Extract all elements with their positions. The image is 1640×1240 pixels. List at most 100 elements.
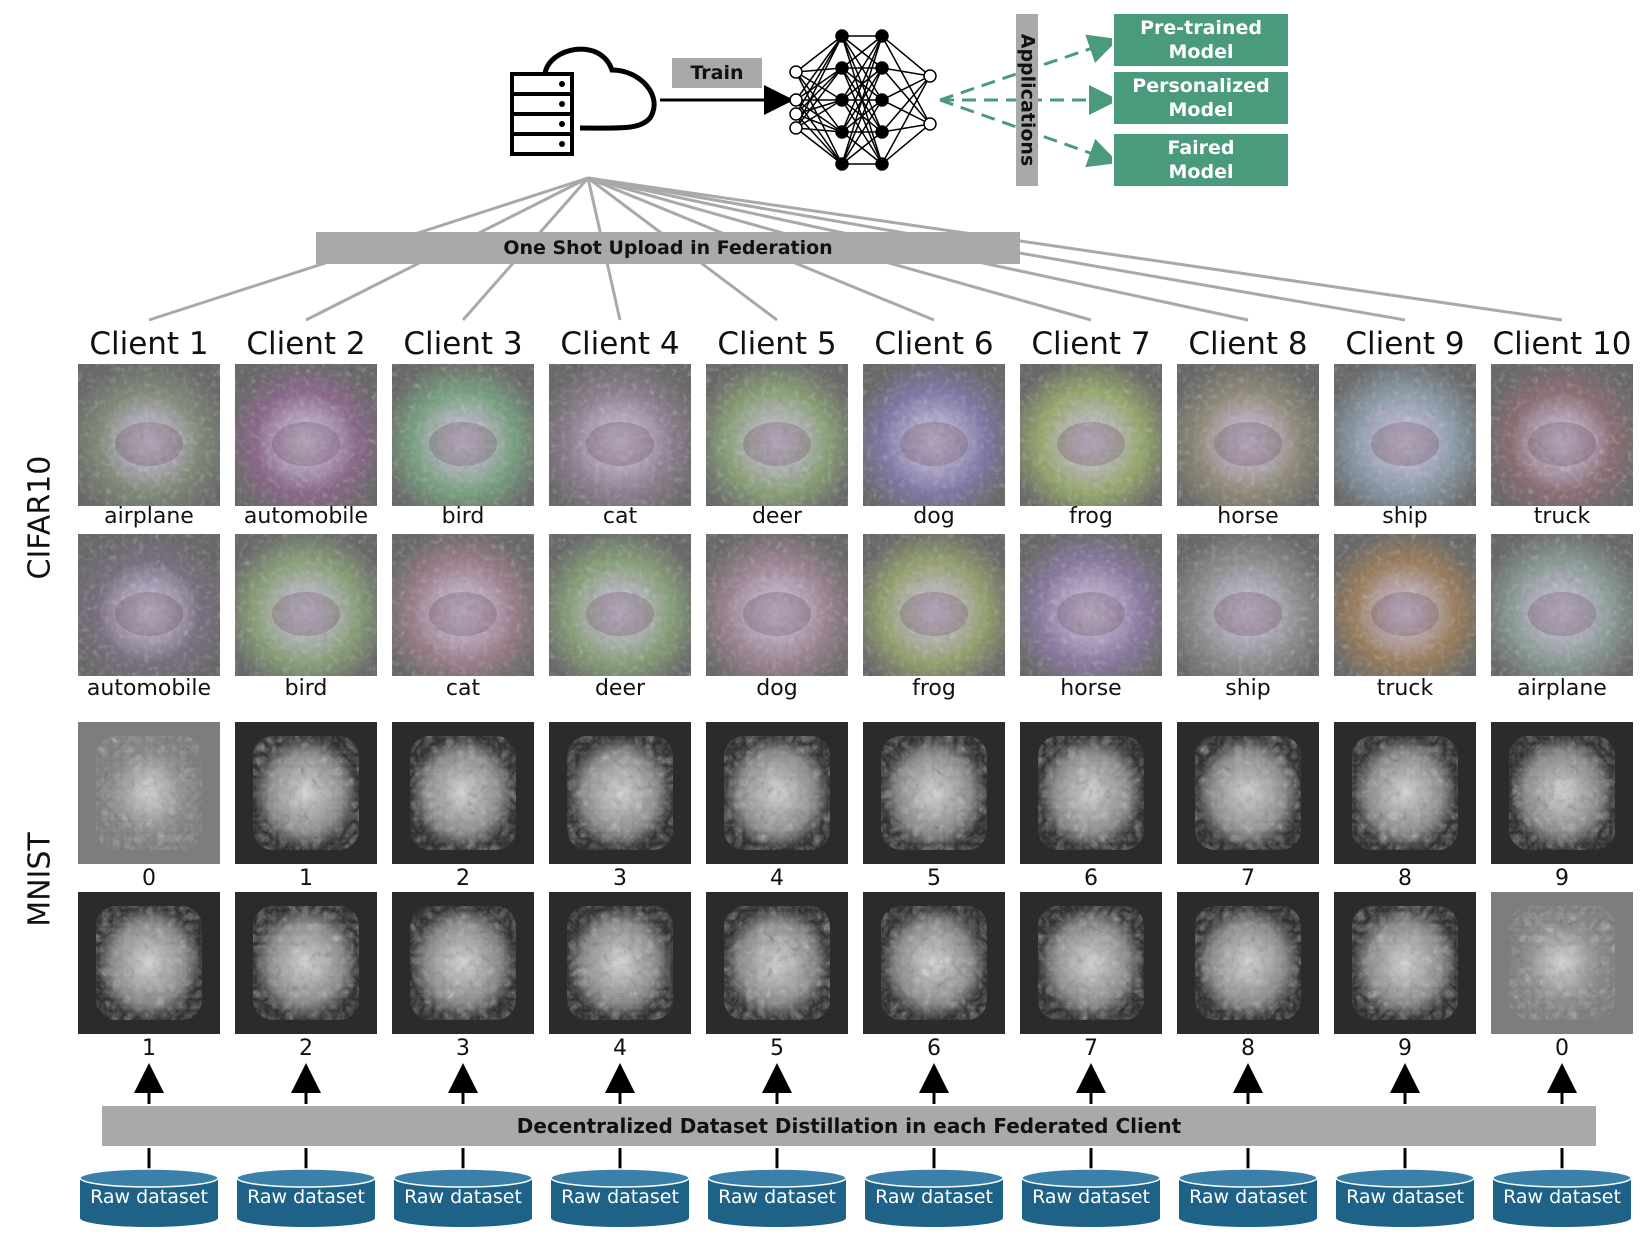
cifar10-class-label: horse [1217,504,1279,529]
cifar10-class-label: frog [912,676,956,701]
cifar10-class-label: bird [441,504,485,529]
client-title: Client 7 [1031,326,1151,362]
mnist-image [235,892,377,1034]
cifar10-class-label: ship [1382,504,1428,529]
cifar10-image [235,364,377,506]
raw-dataset-label: Raw dataset [718,1186,836,1208]
mnist-image [863,892,1005,1034]
cifar10-class-label: frog [1069,504,1113,529]
cifar10-image [706,534,848,676]
nn-node [835,93,849,107]
raw-dataset-cylinder [79,1168,219,1227]
mnist-image [549,892,691,1034]
cifar10-class-label: automobile [86,676,212,701]
mnist-row-label: MNIST [22,832,58,927]
cifar10-image [78,364,220,506]
cifar10-image [1491,534,1633,676]
cifar10-image [1020,534,1162,676]
cifar10-class-label: airplane [1517,676,1607,701]
mnist-image [392,722,534,864]
cifar10-class-label: deer [594,676,646,701]
mnist-image [1177,722,1319,864]
cifar10-class-label: cat [602,504,638,529]
client-title: Client 3 [403,326,523,362]
mnist-digit-label: 1 [142,1036,156,1061]
personalized-model-box: Personalized Model [1112,70,1290,126]
cifar10-image [1177,364,1319,506]
distillation-bar: Decentralized Dataset Distillation in ea… [102,1106,1596,1146]
raw-dataset-cylinder [707,1168,847,1227]
raw-dataset-cylinders [79,1168,1632,1227]
nn-node [789,93,803,107]
client-title: Client 5 [717,326,837,362]
cifar10-row-label: CIFAR10 [22,455,58,580]
raw-dataset-cylinder [550,1168,690,1227]
nn-node [875,29,889,43]
cifar10-image [863,534,1005,676]
cifar10-image [1334,534,1476,676]
mnist-digit-label: 5 [770,1036,784,1061]
cifar10-image [1491,364,1633,506]
mnist-digit-label: 6 [1084,866,1098,891]
nn-node [789,65,803,79]
mnist-image [1491,722,1633,864]
mnist-image [1020,722,1162,864]
mnist-image [392,892,534,1034]
raw-dataset-cylinder [236,1168,376,1227]
mnist-image [235,722,377,864]
applications-label: Applications [1016,14,1038,186]
raw-dataset-label: Raw dataset [1189,1186,1307,1208]
mnist-digit-label: 8 [1241,1036,1255,1061]
cifar10-image [706,364,848,506]
raw-dataset-label: Raw dataset [561,1186,679,1208]
mnist-digit-label: 3 [456,1036,470,1061]
cifar10-image [235,534,377,676]
cifar10-class-label: cat [445,676,481,701]
applications-text: Applications [1016,33,1038,167]
pretrained-model-box: Pre-trained Model [1112,12,1290,68]
nn-node [875,61,889,75]
raw-dataset-label: Raw dataset [404,1186,522,1208]
nn-node [923,69,937,83]
mnist-image [78,722,220,864]
nn-node [875,93,889,107]
cifar10-class-label: airplane [104,504,194,529]
cifar10-class-label: bird [284,676,328,701]
client-title: Client 10 [1492,326,1632,362]
mnist-digit-label: 9 [1398,1036,1412,1061]
mnist-image [1491,892,1633,1034]
cifar10-class-label: automobile [243,504,369,529]
cifar10-image [1334,364,1476,506]
nn-node [789,121,803,135]
neural-network-icon [789,29,937,171]
raw-dataset-label: Raw dataset [247,1186,365,1208]
mnist-image [549,722,691,864]
raw-dataset-label: Raw dataset [1032,1186,1150,1208]
raw-dataset-label: Raw dataset [1346,1186,1464,1208]
cifar10-class-label: dog [913,504,955,529]
mnist-digit-label: 2 [299,1036,313,1061]
cifar10-class-label: dog [756,676,798,701]
upload-bar: One Shot Upload in Federation [316,232,1020,264]
cifar10-image [392,534,534,676]
cifar10-class-label: ship [1225,676,1271,701]
raw-dataset-cylinder [1492,1168,1632,1227]
raw-dataset-cylinder [1335,1168,1475,1227]
mnist-image [78,892,220,1034]
mnist-digit-label: 0 [142,866,156,891]
mnist-image [1020,892,1162,1034]
mnist-digit-label: 1 [299,866,313,891]
raw-dataset-cylinder [864,1168,1004,1227]
mnist-digit-label: 4 [613,1036,627,1061]
cifar10-image [549,364,691,506]
client-title: Client 1 [89,326,209,362]
mnist-image [863,722,1005,864]
raw-dataset-label: Raw dataset [875,1186,993,1208]
cifar10-image [392,364,534,506]
nn-node [835,157,849,171]
mnist-digit-label: 2 [456,866,470,891]
nn-node [835,61,849,75]
client-title: Client 6 [874,326,994,362]
